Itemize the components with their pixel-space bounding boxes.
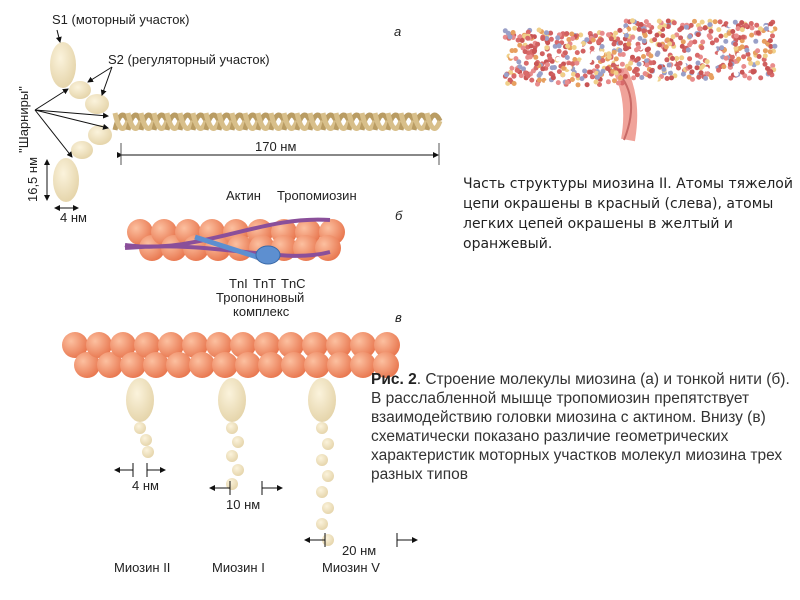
panel-a-label: а: [394, 24, 402, 39]
tni-label: TnI: [229, 276, 248, 291]
height-label: 16,5 нм: [25, 156, 41, 203]
myosin5-size: 20 нм: [342, 543, 377, 558]
myosin5-label: Миозин V: [322, 560, 380, 575]
description-line: цепи окрашены в красный (слева), атомы: [463, 196, 774, 212]
myosin1-size: 10 нм: [226, 497, 261, 512]
figure-caption: Рис. 2. Строение молекулы миозина (а) и …: [371, 370, 791, 484]
panel-c-label: в: [395, 310, 402, 325]
structure-description: Часть структуры миозина II. Атомы тяжело…: [463, 174, 800, 254]
myosin2-label: Миозин II: [114, 560, 171, 575]
width-label: 4 нм: [60, 210, 87, 225]
s1-label: S1 (моторный участок): [52, 12, 190, 27]
caption-text: . Строение молекулы миозина (а) и тонкой…: [371, 371, 790, 483]
description-line: легких цепей окрашены в желтый и: [463, 216, 733, 232]
myosin1-label: Миозин I: [212, 560, 265, 575]
actin-label: Актин: [226, 188, 261, 203]
panel-b-label: б: [395, 208, 403, 223]
description-line: оранжевый.: [463, 236, 553, 252]
length-label: 170 нм: [255, 139, 297, 154]
thin-filament-diagram: [124, 217, 345, 265]
caption-title: Рис. 2: [371, 371, 417, 388]
myosin2-size: 4 нм: [132, 478, 159, 493]
tnt-label: TnT: [253, 276, 277, 291]
troponin-complex-label-2: комплекс: [233, 304, 290, 319]
myosin-molecule-diagram: [34, 29, 443, 211]
hinges-label: "Шарниры": [15, 86, 31, 153]
troponin-complex-label: Тропониновый: [216, 290, 305, 305]
tropomyosin-label: Тропомиозин: [277, 188, 357, 203]
s2-label: S2 (регуляторный участок): [108, 52, 270, 67]
myosin-structure-image: [502, 17, 778, 142]
description-line: Часть структуры миозина II. Атомы тяжело…: [463, 176, 793, 192]
tnc-label: TnC: [281, 276, 306, 291]
myosin-types-diagram: [62, 332, 400, 546]
